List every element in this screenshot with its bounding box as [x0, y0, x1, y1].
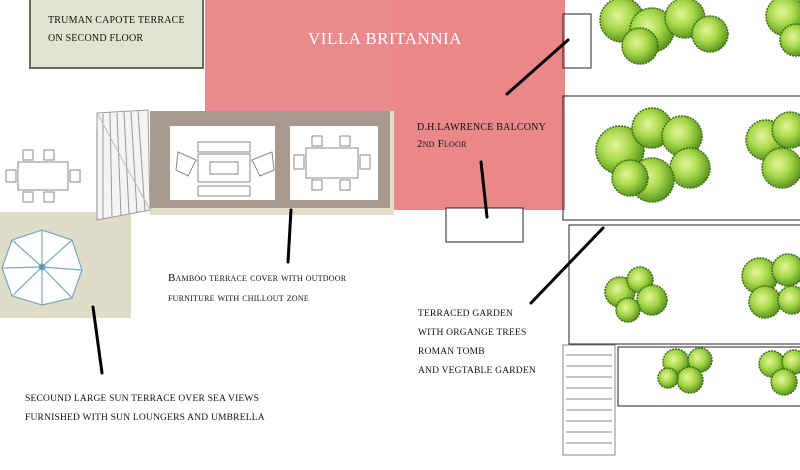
bamboo-terrace-label: Bamboo terrace cover with outdoor furnit… — [168, 272, 347, 304]
tree-canopies — [595, 0, 800, 396]
gate-stair-drawing — [96, 109, 151, 221]
leader-lines — [91, 38, 605, 375]
dining-set-icon — [293, 135, 371, 191]
lounge-sofa-icon — [175, 141, 275, 197]
umbrella-icon — [1, 229, 83, 306]
dh-lawrence-balcony-label: D.H.LAWRENCE BALCONY — [417, 122, 547, 133]
villa-britannia-block-east — [395, 0, 565, 210]
dining-table-icon — [5, 149, 81, 203]
terraced-garden-label: TERRACED GARDEN WITH ORGANGE TREES ROMAN… — [418, 309, 536, 376]
dh-lawrence-floor-label: 2nd Floor — [417, 138, 467, 150]
truman-capote-terrace-label: TRUMAN CAPOTE TERRACE ON SECOND FLOOR — [48, 15, 185, 44]
villa-britannia-title: VILLA BRITANNIA — [308, 29, 462, 48]
truman-capote-terrace — [29, 0, 204, 69]
balcony-outline — [445, 207, 524, 243]
garden-terraces — [562, 13, 800, 407]
garden-stairs — [562, 344, 616, 456]
sun-terrace-label: SECOUND LARGE SUN TERRACE OVER SEA VIEWS… — [25, 394, 265, 423]
